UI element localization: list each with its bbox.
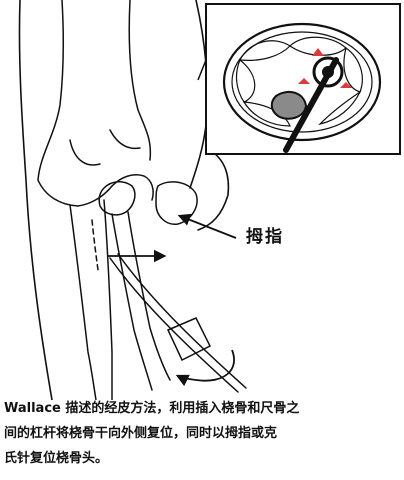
lever-instrument (109, 253, 247, 393)
elbow-reduction-illustration (18, 0, 401, 400)
ulna-bone (69, 199, 113, 400)
cross-section-inset (205, 3, 401, 155)
humerus-bone (37, 0, 154, 207)
inset-pointer (197, 59, 207, 81)
radial-head-fragment (155, 181, 198, 225)
caption-line-2: 间的杠杆将桡骨干向外侧复位，同时以拇指或克 (4, 426, 278, 441)
figure-caption: Wallace 描述的经皮方法，利用插入桡骨和尺骨之 间的杠杆将桡骨干向外侧复位… (4, 396, 402, 471)
caption-line-1: Wallace 描述的经皮方法，利用插入桡骨和尺骨之 (4, 401, 300, 416)
thumb-pressure-arrow (177, 213, 237, 239)
caption-line-3: 氏针复位桡骨头。 (4, 451, 109, 466)
radius-bone (98, 181, 171, 391)
thumb-label: 拇指 (246, 227, 284, 247)
rotation-arrow (175, 349, 235, 387)
